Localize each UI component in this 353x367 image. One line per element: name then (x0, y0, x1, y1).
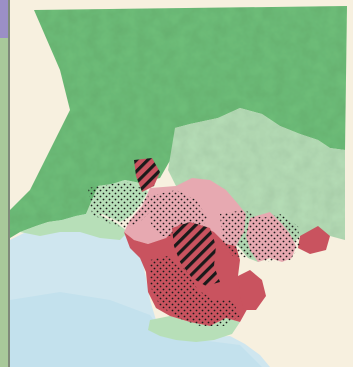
region-high-east[interactable] (298, 226, 330, 254)
collapsed-sidebar[interactable] (0, 0, 10, 367)
overlay-hatch-center (172, 222, 220, 286)
sidebar-header (0, 0, 10, 38)
region-moderate-coast[interactable] (20, 214, 128, 240)
overlay-stipple-east (220, 210, 300, 262)
overlay-stipple-west (88, 182, 150, 228)
sidebar-border (8, 0, 10, 367)
region-high-southeast[interactable] (238, 270, 266, 310)
region-north[interactable] (10, 6, 347, 238)
sidebar-body (0, 38, 10, 367)
overlay-hatch-north (134, 158, 160, 192)
overlay-stipple-south (150, 256, 240, 326)
